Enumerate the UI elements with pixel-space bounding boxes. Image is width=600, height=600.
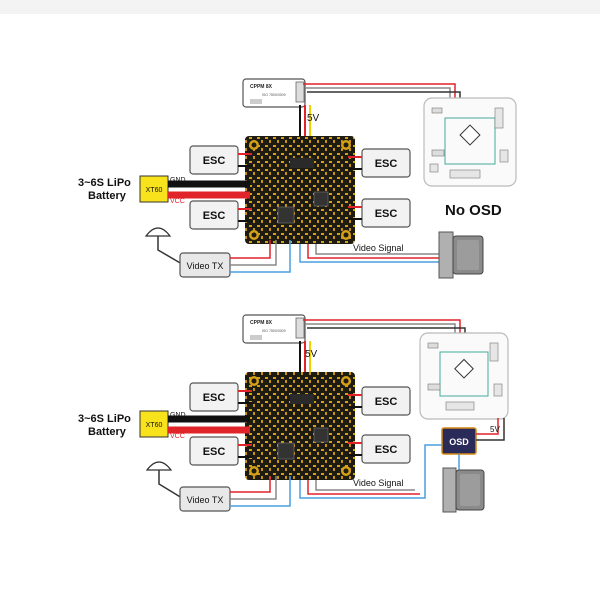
bottom-receiver: CPPM 8X ISO 7800/0009 bbox=[242, 314, 306, 344]
bottom-osd-module: OSD bbox=[441, 427, 477, 455]
svg-text:ESC: ESC bbox=[375, 208, 398, 220]
top-video-tx: Video TX bbox=[179, 252, 231, 278]
bottom-xt60-connector: XT60 bbox=[139, 410, 169, 438]
top-esc-left-2: ESC bbox=[189, 200, 239, 230]
svg-text:ESC: ESC bbox=[375, 158, 398, 170]
bottom-receiver-label: CPPM 8X bbox=[250, 320, 273, 326]
bottom-video-tx: Video TX bbox=[179, 486, 231, 512]
svg-text:ESC: ESC bbox=[203, 210, 226, 222]
svg-text:ESC: ESC bbox=[375, 396, 398, 408]
bottom-receiver-sub: ISO 7800/0009 bbox=[262, 329, 286, 333]
top-power-board bbox=[245, 136, 355, 244]
svg-text:Video TX: Video TX bbox=[187, 495, 224, 505]
svg-text:OSD: OSD bbox=[449, 437, 469, 447]
top-gnd-label: GND bbox=[170, 177, 186, 184]
bottom-antenna bbox=[145, 461, 183, 499]
bottom-gnd-label: GND bbox=[170, 412, 186, 419]
bottom-esc-left-1: ESC bbox=[189, 382, 239, 412]
bottom-video-signal-label: Video Signal bbox=[353, 478, 403, 488]
svg-text:ESC: ESC bbox=[375, 444, 398, 456]
top-flight-controller bbox=[423, 97, 517, 187]
top-antenna bbox=[144, 227, 183, 265]
bottom-flight-controller bbox=[419, 332, 509, 420]
svg-text:ESC: ESC bbox=[203, 392, 226, 404]
bottom-diagram: CPPM 8X ISO 7800/0009 5V bbox=[78, 314, 509, 513]
bottom-esc-right-2: ESC bbox=[361, 434, 411, 464]
top-esc-right-1: ESC bbox=[361, 148, 411, 178]
top-video-signal-label: Video Signal bbox=[353, 243, 403, 253]
top-diagram: CPPM 8X ISO 7800/0009 5V bbox=[78, 78, 517, 279]
bottom-power-board bbox=[245, 372, 355, 480]
bottom-battery-label-2: Battery bbox=[88, 426, 127, 438]
bottom-osd-5v-label: 5V bbox=[490, 425, 500, 434]
top-vcc-label: VCC bbox=[170, 198, 185, 205]
svg-text:XT60: XT60 bbox=[146, 187, 163, 194]
top-camera bbox=[438, 231, 484, 279]
top-battery-label-1: 3~6S LiPo bbox=[78, 177, 131, 189]
bottom-5v-label: 5V bbox=[305, 349, 318, 360]
bottom-esc-right-1: ESC bbox=[361, 386, 411, 416]
top-strip bbox=[0, 0, 600, 14]
top-no-osd-note: No OSD bbox=[445, 202, 502, 219]
svg-text:ESC: ESC bbox=[203, 446, 226, 458]
top-receiver-sub: ISO 7800/0009 bbox=[262, 93, 286, 97]
top-receiver-label: CPPM 8X bbox=[250, 84, 273, 90]
top-receiver: CPPM 8X ISO 7800/0009 bbox=[242, 78, 306, 108]
bottom-vcc-label: VCC bbox=[170, 433, 185, 440]
top-5v-label: 5V bbox=[307, 113, 320, 124]
svg-text:XT60: XT60 bbox=[146, 422, 163, 429]
top-esc-left-1: ESC bbox=[189, 145, 239, 175]
top-xt60-connector: XT60 bbox=[139, 175, 169, 203]
top-esc-right-2: ESC bbox=[361, 198, 411, 228]
bottom-battery-label-1: 3~6S LiPo bbox=[78, 413, 131, 425]
bottom-camera bbox=[442, 467, 485, 513]
svg-text:ESC: ESC bbox=[203, 155, 226, 167]
bottom-esc-left-2: ESC bbox=[189, 436, 239, 466]
top-battery-label-2: Battery bbox=[88, 190, 127, 202]
svg-text:Video TX: Video TX bbox=[187, 261, 224, 271]
